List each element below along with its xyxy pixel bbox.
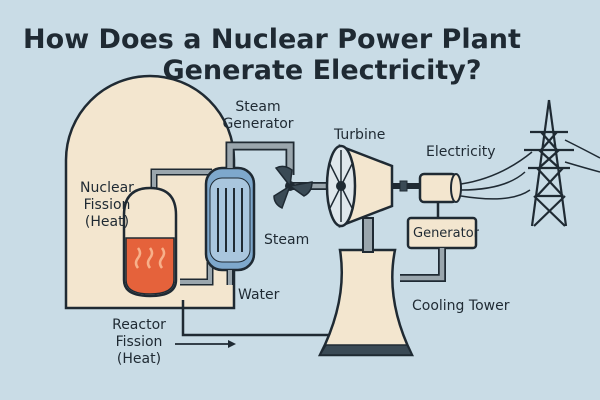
cooling-tower xyxy=(317,248,415,357)
label-nuclear-fission-line-1: Nuclear xyxy=(80,180,134,196)
reactor-vessel xyxy=(122,186,178,298)
steam-generator xyxy=(204,166,256,272)
label-nuclear-fission-line-3: (Heat) xyxy=(84,214,130,230)
label-electricity: Electricity xyxy=(426,144,496,160)
label-reactor-line-1: Reactor xyxy=(112,317,166,333)
label-reactor-line-2: Fission xyxy=(115,334,163,350)
title-line-2: Generate Electricity? xyxy=(162,55,482,86)
label-steam-generator: Steam Generator xyxy=(218,99,298,133)
title-line-1: How Does a Nuclear Power Plant xyxy=(23,24,521,55)
generator-unit xyxy=(418,172,462,204)
transmission-tower-icon xyxy=(524,99,574,227)
return-pipe xyxy=(181,300,332,337)
power-lines xyxy=(460,139,600,200)
label-nuclear-fission: Nuclear Fission (Heat) xyxy=(72,180,142,231)
label-water: Water xyxy=(238,287,280,303)
turbine xyxy=(325,144,394,228)
turbine-stand xyxy=(362,217,374,253)
fan-icon xyxy=(273,165,313,210)
label-generator: Generator xyxy=(413,226,480,241)
label-reactor-line-3: (Heat) xyxy=(116,351,162,367)
label-nuclear-fission-line-2: Fission xyxy=(83,197,131,213)
label-steam: Steam xyxy=(264,232,310,248)
label-steam-generator-line-1: Steam xyxy=(235,99,281,115)
label-reactor-fission: Reactor Fission (Heat) xyxy=(100,317,178,368)
flow-arrow-icon xyxy=(175,340,236,348)
label-steam-generator-line-2: Generator xyxy=(222,116,294,132)
label-cooling-tower: Cooling Tower xyxy=(412,298,510,314)
label-turbine: Turbine xyxy=(334,127,386,143)
condenser-pipe xyxy=(400,248,446,282)
